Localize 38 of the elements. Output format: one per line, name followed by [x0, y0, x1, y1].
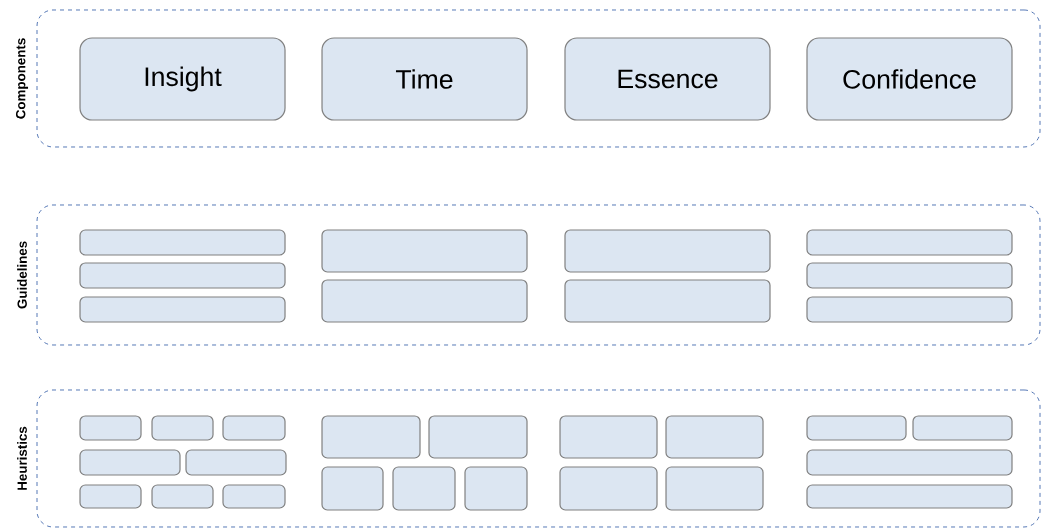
empty-box: [665, 415, 764, 459]
empty-box: [559, 415, 658, 459]
empty-box: [564, 279, 771, 323]
empty-box: [79, 229, 286, 256]
empty-box: [665, 466, 764, 511]
band-label: Heuristics: [17, 426, 27, 490]
empty-box: [321, 279, 528, 323]
band-label: Guidelines: [17, 241, 27, 309]
empty-box: [806, 415, 907, 441]
empty-box: [806, 484, 1013, 509]
empty-box: [806, 229, 1013, 256]
empty-box: [79, 262, 286, 289]
empty-box: [222, 415, 286, 441]
component-box: Confidence: [806, 37, 1013, 121]
empty-box: [321, 229, 528, 273]
empty-box: [79, 449, 181, 476]
empty-box: [79, 296, 286, 323]
empty-box: [564, 229, 771, 273]
empty-box: [806, 449, 1013, 476]
empty-box: [79, 484, 142, 509]
empty-box: [806, 262, 1013, 289]
band-label: Components: [15, 38, 29, 119]
empty-box: [559, 466, 658, 511]
empty-box: [912, 415, 1013, 441]
empty-box: [185, 449, 287, 476]
empty-box: [321, 415, 421, 459]
empty-box: [321, 466, 384, 511]
empty-box: [222, 484, 286, 509]
component-box: Time: [321, 37, 528, 121]
empty-box: [428, 415, 528, 459]
empty-box: [151, 484, 214, 509]
empty-box: [151, 415, 214, 441]
component-box: Insight: [79, 37, 286, 121]
empty-box: [392, 466, 456, 511]
empty-box: [806, 296, 1013, 323]
component-box: Essence: [564, 37, 771, 121]
empty-box: [79, 415, 142, 441]
empty-box: [464, 466, 528, 511]
